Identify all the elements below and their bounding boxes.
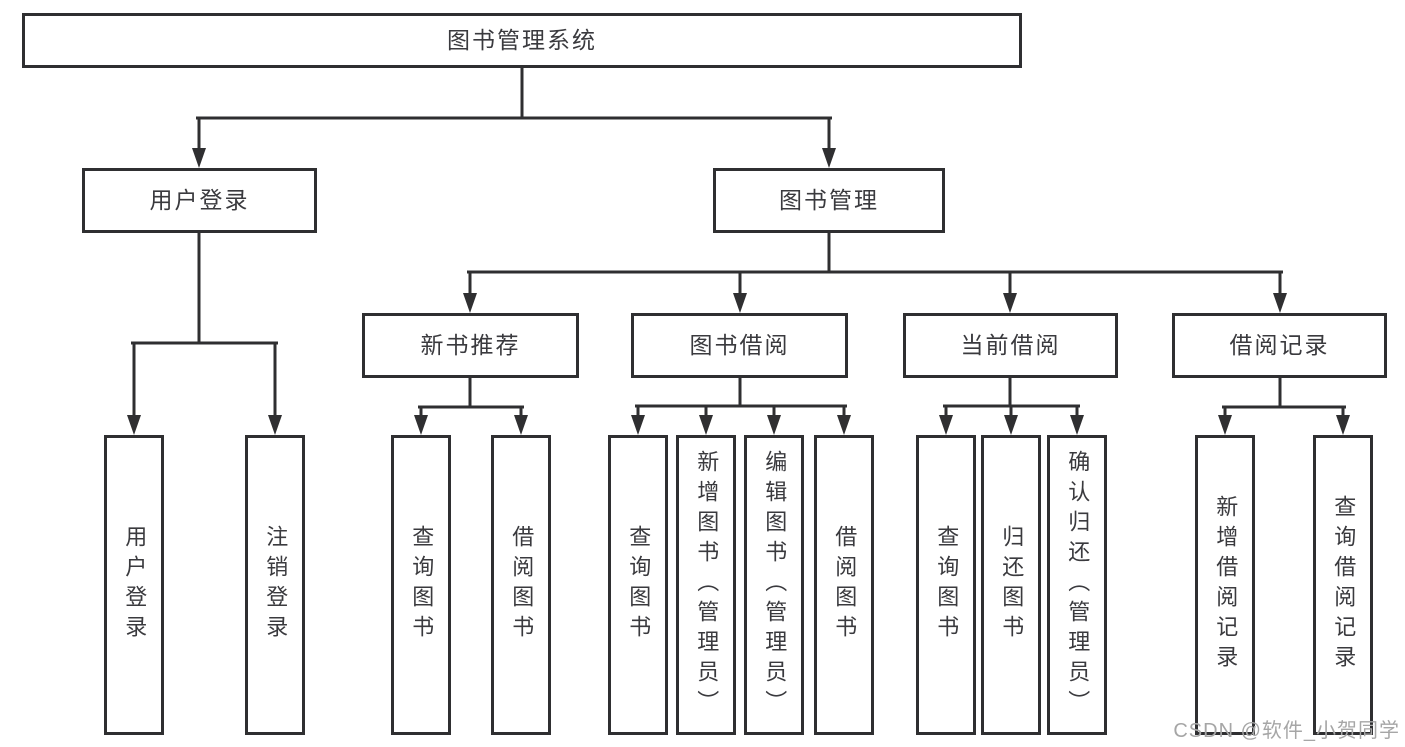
leaf-borrow-edit-books-admin: 编辑图书（管理员）	[744, 435, 804, 735]
leaf-records-add-record: 新增借阅记录	[1195, 435, 1255, 735]
node-borrow-records: 借阅记录	[1172, 313, 1387, 378]
node-label: 用户登录	[122, 525, 148, 645]
leaf-current-return-books: 归还图书	[981, 435, 1041, 735]
node-label: 新增借阅记录	[1213, 495, 1239, 675]
node-label: 查询图书	[934, 525, 960, 645]
node-book-management: 图书管理	[713, 168, 945, 233]
leaf-recommend-borrow-books: 借阅图书	[491, 435, 551, 735]
node-library-system: 图书管理系统	[22, 13, 1022, 68]
connector-borrow-to-children	[635, 376, 847, 421]
node-new-book-recommend: 新书推荐	[362, 313, 579, 378]
node-label: 当前借阅	[960, 331, 1061, 358]
connector-recommend-to-children	[418, 376, 524, 421]
leaf-user-login: 用户登录	[104, 435, 164, 735]
connector-records-to-children	[1222, 376, 1346, 421]
node-label: 查询图书	[626, 525, 652, 645]
connector-book-mgmt-to-level3	[467, 231, 1283, 299]
node-label: 注销登录	[263, 525, 289, 645]
connector-current-to-children	[943, 376, 1080, 421]
node-label: 用户登录	[149, 186, 250, 213]
leaf-recommend-query-books: 查询图书	[391, 435, 451, 735]
node-label: 借阅图书	[509, 525, 535, 645]
node-label: 确认归还（管理员）	[1065, 450, 1091, 720]
node-book-borrow: 图书借阅	[631, 313, 848, 378]
node-label: 借阅记录	[1229, 331, 1330, 358]
leaf-logout: 注销登录	[245, 435, 305, 735]
leaf-current-confirm-return-admin: 确认归还（管理员）	[1047, 435, 1107, 735]
node-label: 新书推荐	[420, 331, 521, 358]
connector-user-login-to-children	[131, 231, 278, 421]
node-label: 图书管理系统	[447, 26, 597, 53]
node-label: 图书管理	[779, 186, 879, 213]
node-label: 新增图书（管理员）	[694, 450, 720, 720]
leaf-records-query-record: 查询借阅记录	[1313, 435, 1373, 735]
node-user-login: 用户登录	[82, 168, 317, 233]
node-label: 编辑图书（管理员）	[762, 450, 788, 720]
node-label: 图书借阅	[689, 331, 790, 358]
leaf-current-query-books: 查询图书	[916, 435, 976, 735]
leaf-borrow-borrow-books: 借阅图书	[814, 435, 874, 735]
node-label: 查询借阅记录	[1331, 495, 1357, 675]
connector-root-to-level2	[196, 66, 832, 154]
leaf-borrow-add-books-admin: 新增图书（管理员）	[676, 435, 736, 735]
leaf-borrow-query-books: 查询图书	[608, 435, 668, 735]
node-label: 查询图书	[409, 525, 435, 645]
node-label: 归还图书	[999, 525, 1025, 645]
node-current-borrow: 当前借阅	[903, 313, 1118, 378]
node-label: 借阅图书	[832, 525, 858, 645]
